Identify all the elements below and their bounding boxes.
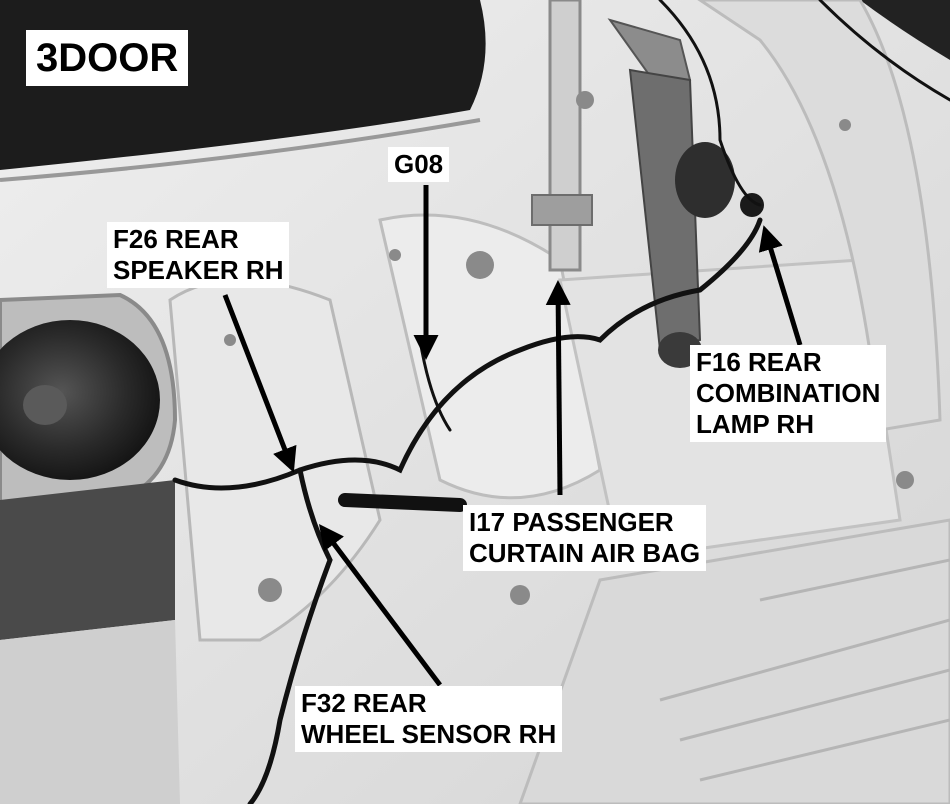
callout-f16-line-3: LAMP RH	[696, 409, 814, 439]
callout-i17: I17 PASSENGER CURTAIN AIR BAG	[463, 505, 707, 571]
d-pillar-trim	[697, 0, 942, 432]
callout-f26-line-1: F26 REAR	[113, 224, 239, 254]
callout-g08: G08	[388, 147, 450, 182]
door-variant-title-text: 3DOOR	[36, 36, 179, 80]
callout-i17-line-1: I17 PASSENGER	[469, 507, 674, 537]
callout-f16-line-1: F16 REAR	[696, 347, 822, 377]
arrow-i17	[545, 280, 571, 496]
connector-f16-housing	[675, 142, 735, 218]
callout-f26: F26 REAR SPEAKER RH	[107, 222, 290, 288]
seat-belt-anchor-bracket	[531, 0, 593, 272]
leader-arrows	[222, 185, 803, 687]
tailgate-corner	[860, 0, 950, 60]
arrow-f26	[222, 294, 297, 473]
callout-i17-line-2: CURTAIN AIR BAG	[469, 538, 701, 568]
callout-f32-line-1: F32 REAR	[301, 688, 427, 718]
callout-f32: F32 REAR WHEEL SENSOR RH	[295, 686, 563, 752]
callout-f16: F16 REAR COMBINATION LAMP RH	[690, 345, 887, 442]
wiring-harness	[172, 0, 950, 804]
arrow-f16	[758, 225, 803, 346]
callout-f16-line-2: COMBINATION	[696, 378, 881, 408]
panel-fasteners	[224, 91, 914, 605]
callout-f26-line-2: SPEAKER RH	[113, 255, 284, 285]
seat-belt	[607, 18, 702, 368]
arrow-f32	[318, 524, 442, 687]
callout-g08-line-1: G08	[394, 149, 444, 179]
rear-speaker	[0, 292, 178, 508]
door-trim-lower	[0, 480, 175, 640]
door-variant-title: 3DOOR	[26, 30, 189, 86]
callout-f32-line-2: WHEEL SENSOR RH	[301, 719, 557, 749]
